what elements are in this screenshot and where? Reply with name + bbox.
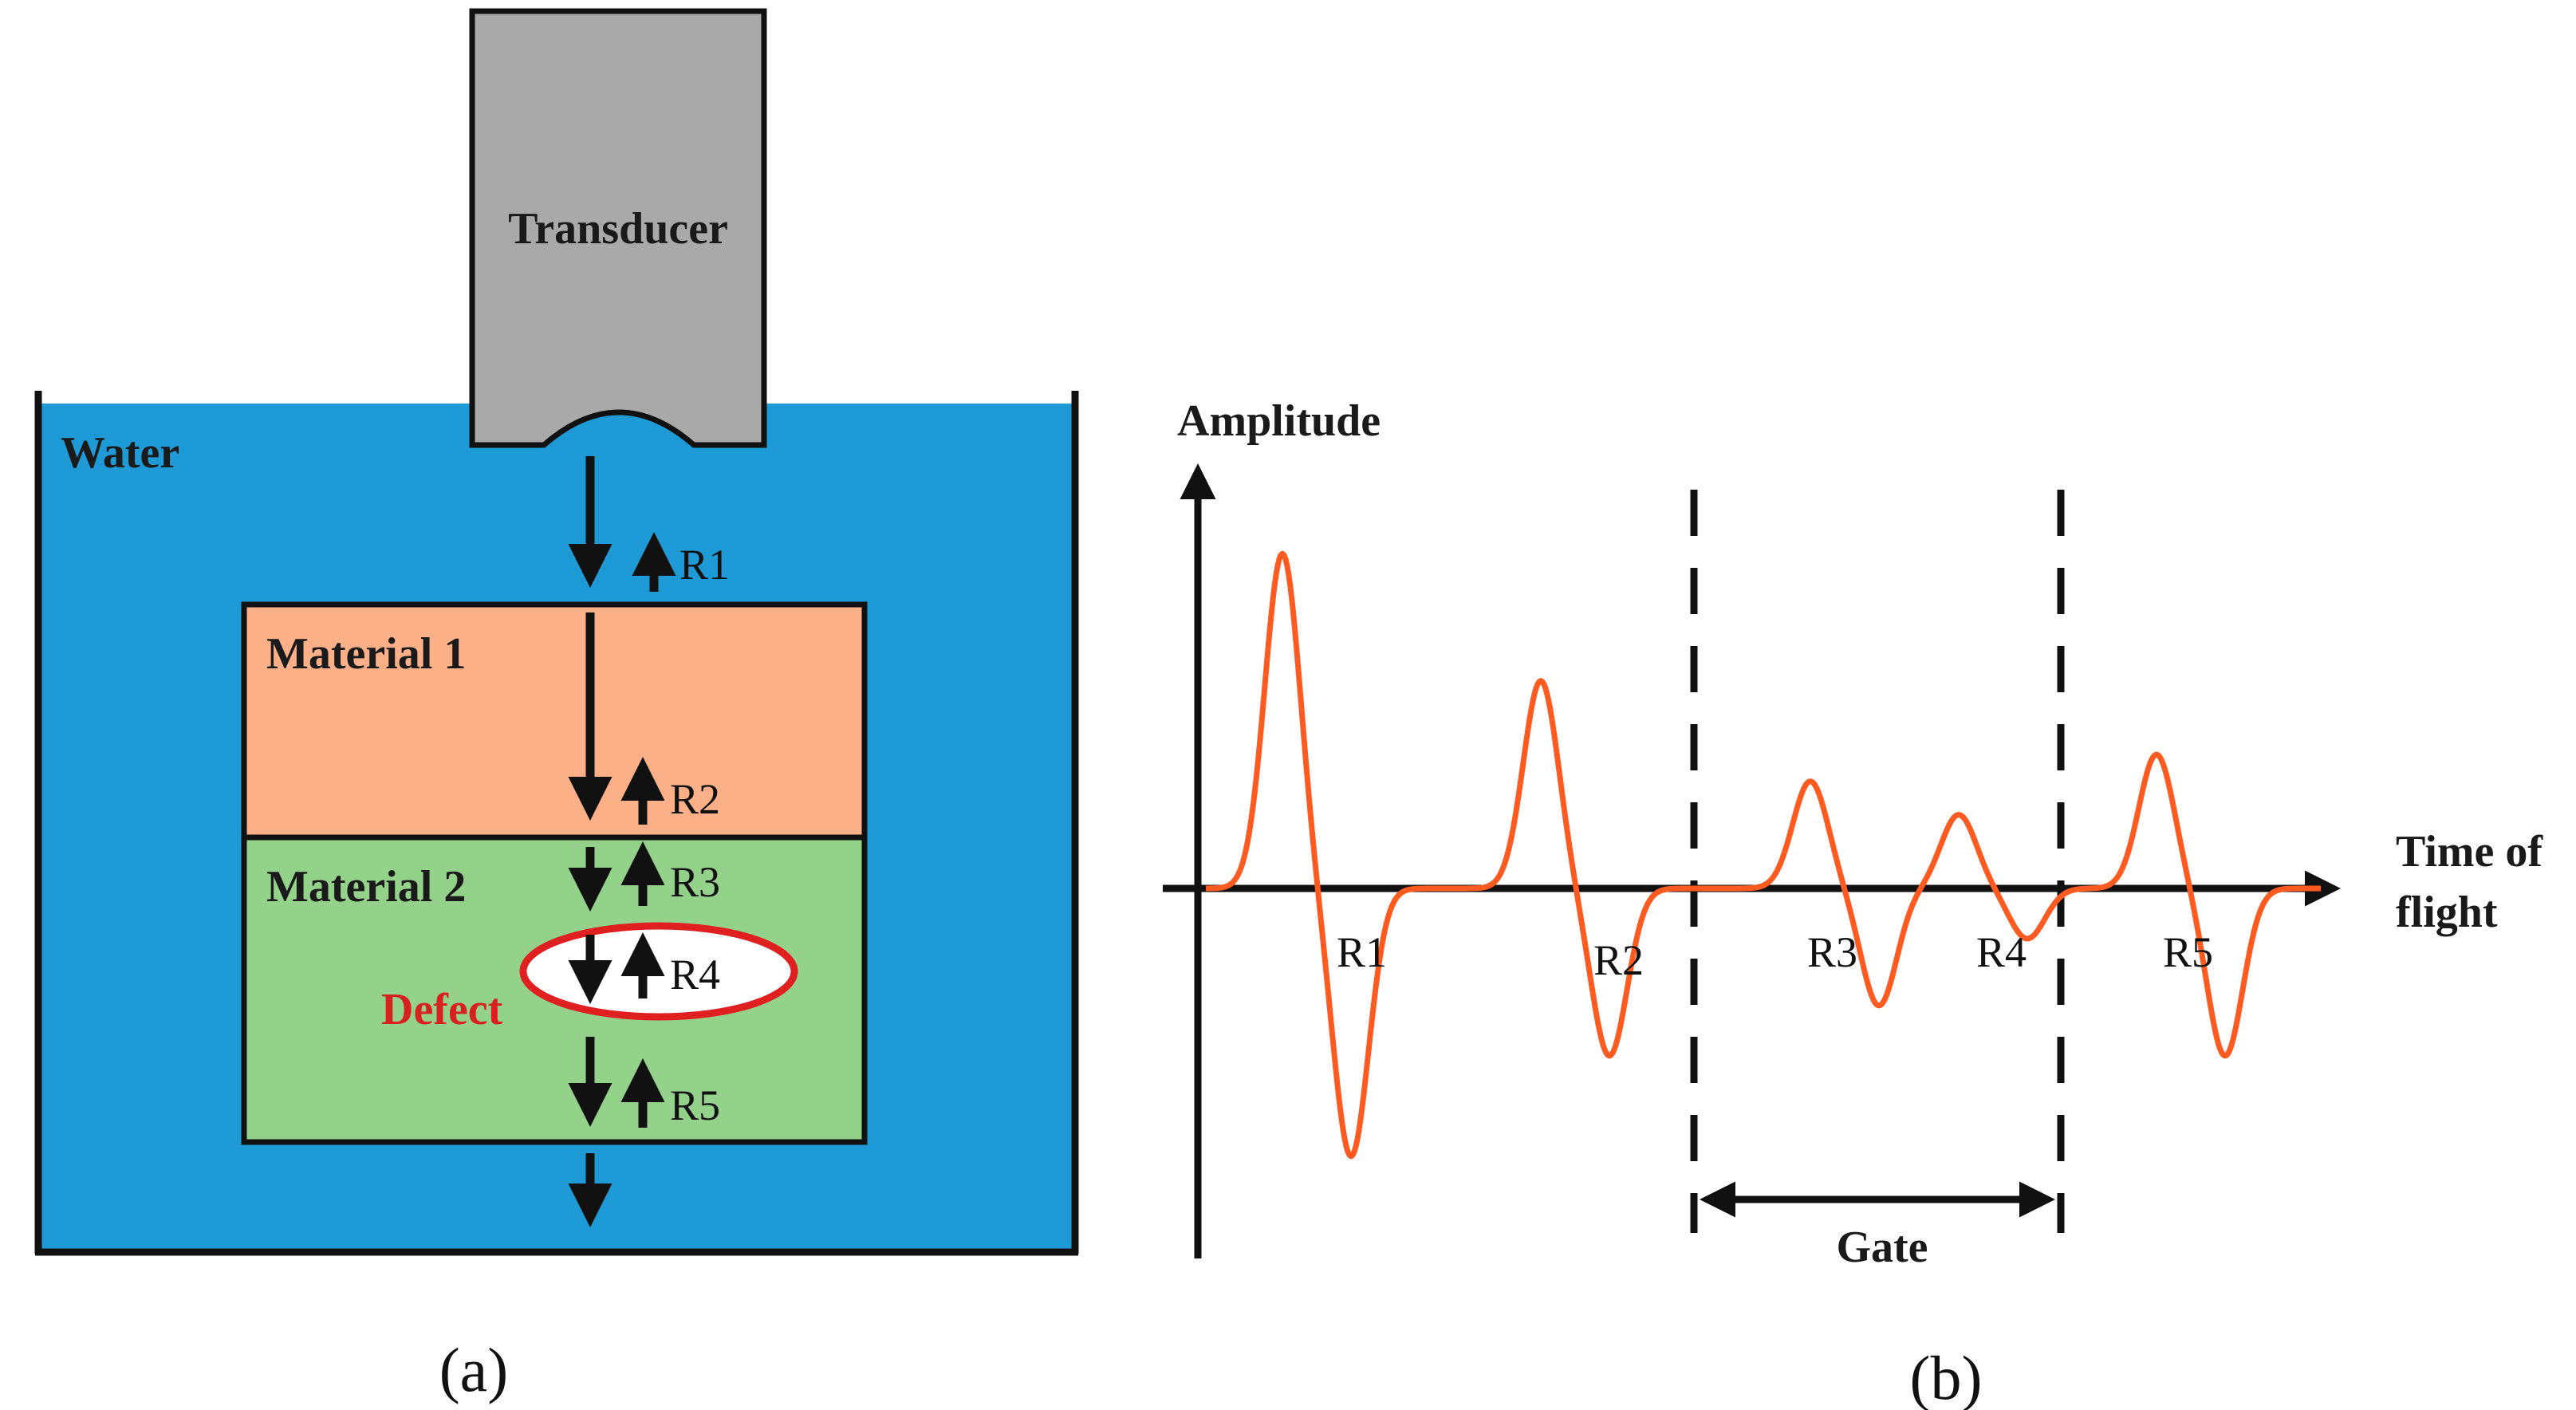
x-axis-label-line2: flight (2396, 888, 2498, 937)
reflection-label-r1: R1 (679, 541, 730, 589)
reflection-label-r5: R5 (670, 1081, 720, 1129)
defect-label: Defect (381, 985, 503, 1034)
x-axis-label-line1: Time of (2396, 827, 2543, 876)
material-2-label: Material 2 (266, 862, 466, 912)
transducer-body (469, 8, 767, 448)
echo-label-r2: R2 (1593, 936, 1644, 984)
echo-label-r1: R1 (1337, 928, 1387, 976)
reflection-label-r2: R2 (670, 775, 720, 823)
echo-label-r4: R4 (1976, 928, 2027, 976)
gate-label: Gate (1836, 1223, 1928, 1272)
reflection-label-r3: R3 (670, 858, 720, 906)
echo-label-r3: R3 (1807, 928, 1857, 976)
caption-b: (b) (1910, 1343, 1983, 1410)
panel-b: Amplitude Time of flight Gate R1 R2 R3 R… (1163, 396, 2543, 1410)
reflection-label-r4: R4 (670, 951, 720, 998)
material-1-block (241, 601, 868, 841)
water-label: Water (61, 428, 179, 478)
transducer-label: Transducer (508, 204, 728, 254)
panel-a: Water Transducer Material 1 Material 2 D… (34, 8, 1079, 1404)
material-1-label: Material 1 (266, 629, 466, 679)
caption-a: (a) (439, 1335, 509, 1404)
signal-waveform (1204, 550, 2322, 1160)
defect-ellipse (519, 922, 798, 1021)
y-axis-label: Amplitude (1177, 396, 1381, 446)
echo-label-r5: R5 (2163, 928, 2213, 976)
